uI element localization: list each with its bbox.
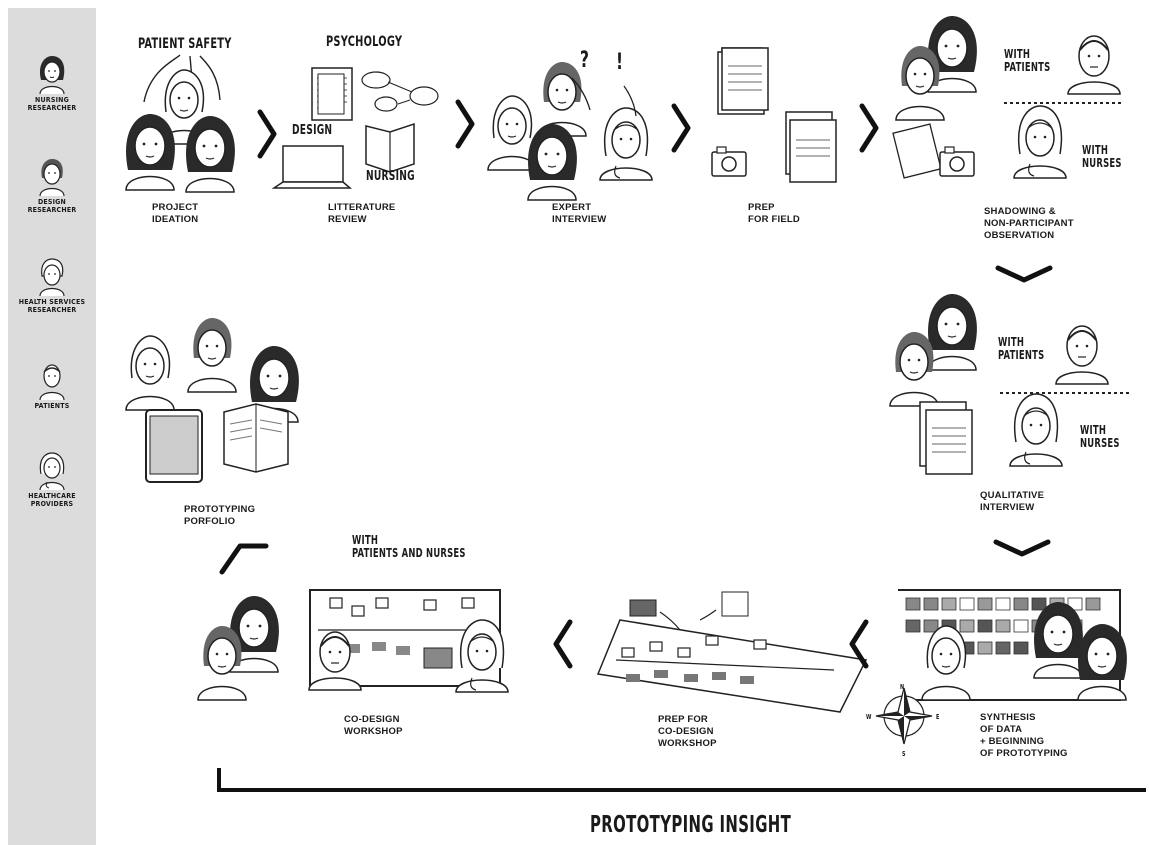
compass-w-label: W: [866, 713, 872, 721]
compass-s-label: S: [902, 750, 906, 758]
legend-design-researcher: DESIGN RESEARCHER: [8, 156, 96, 214]
label-with-patients-and-nurses: WITH PATIENTS AND NURSES: [352, 533, 466, 560]
prep-for-field-illustration: [711, 47, 837, 183]
legend-nursing-researcher: NURSING RESEARCHER: [8, 54, 96, 112]
arrow-up-icon: [219, 543, 269, 575]
codesign-workshop-illustration: [197, 589, 509, 701]
arrow-down-icon: [996, 542, 1048, 554]
patient-icon: [39, 364, 65, 400]
legend-label: HEALTH SERVICES RESEARCHER: [18, 298, 86, 314]
label-with-nurses: WITH NURSES: [1080, 423, 1120, 450]
arrow-left-icon: [556, 622, 570, 666]
prototyping-insight-title: PROTOTYPING INSIGHT: [590, 812, 792, 838]
caption-shadowing: SHADOWING & NON-PARTICIPANT OBSERVATION: [984, 206, 1074, 241]
label-with-nurses: WITH NURSES: [1082, 143, 1122, 170]
compass-icon: [875, 687, 933, 745]
project-ideation-illustration: [125, 54, 236, 193]
portfolio-illustration: [125, 317, 300, 483]
shadowing-illustration: [892, 15, 1122, 179]
caption-qualitative-interview: QUALITATIVE INTERVIEW: [980, 490, 1045, 513]
caption-expert-interview: EXPERT INTERVIEW: [552, 202, 607, 225]
arrow-right-icon: [862, 106, 876, 150]
label-nursing: NURSING: [366, 169, 415, 184]
legend-health-services-researcher: HEALTH SERVICES RESEARCHER: [8, 256, 96, 314]
arrow-right-icon: [458, 102, 472, 146]
legend-label: PATIENTS: [34, 402, 70, 410]
legend-label: NURSING RESEARCHER: [27, 96, 77, 112]
caption-prep-codesign: PREP FOR CO-DESIGN WORKSHOP: [658, 714, 717, 749]
design-researcher-icon: [39, 159, 65, 196]
label-with-patients: WITH PATIENTS: [998, 335, 1045, 362]
expert-interview-illustration: [487, 61, 653, 201]
legend-healthcare-providers: HEALTHCARE PROVIDERS: [8, 450, 96, 508]
legend-label: DESIGN RESEARCHER: [27, 198, 77, 214]
prep-codesign-illustration: [596, 591, 868, 713]
arrow-right-icon: [674, 106, 688, 150]
legend-patients: PATIENTS: [8, 360, 96, 410]
caption-synthesis: SYNTHESIS OF DATA + BEGINNING OF PROTOTY…: [980, 712, 1068, 759]
compass-n-label: N: [900, 683, 905, 691]
label-psychology: PSYCHOLOGY: [326, 34, 403, 50]
label-patient-safety: PATIENT SAFETY: [138, 36, 232, 52]
caption-portfolio: PROTOTYPING PORFOLIO: [184, 504, 256, 527]
arrow-down-icon: [998, 268, 1050, 280]
compass-e-label: E: [936, 713, 940, 721]
label-with-patients: WITH PATIENTS: [1004, 47, 1051, 74]
label-exclamation: !: [616, 50, 624, 75]
caption-literature-review: LITTERATURE REVIEW: [328, 202, 396, 225]
literature-review-illustration: [271, 67, 439, 189]
synthesis-board-illustration: [875, 589, 1128, 745]
prototyping-bracket: [217, 768, 1146, 792]
caption-project-ideation: PROJECT IDEATION: [152, 202, 199, 225]
qualitative-interview-illustration: [889, 293, 1130, 475]
label-question-mark: ?: [580, 48, 590, 73]
legend-label: HEALTHCARE PROVIDERS: [28, 492, 76, 508]
healthcare-provider-icon: [39, 452, 65, 490]
nursing-researcher-icon: [39, 56, 65, 94]
caption-codesign: CO-DESIGN WORKSHOP: [344, 714, 403, 737]
caption-prep-field: PREP FOR FIELD: [748, 202, 800, 225]
legend-sidebar: NURSING RESEARCHER DESIGN RESEARCHER HEA…: [8, 8, 96, 845]
label-design: DESIGN: [292, 123, 333, 138]
health-researcher-icon: [39, 258, 65, 296]
arrow-right-icon: [260, 112, 274, 156]
